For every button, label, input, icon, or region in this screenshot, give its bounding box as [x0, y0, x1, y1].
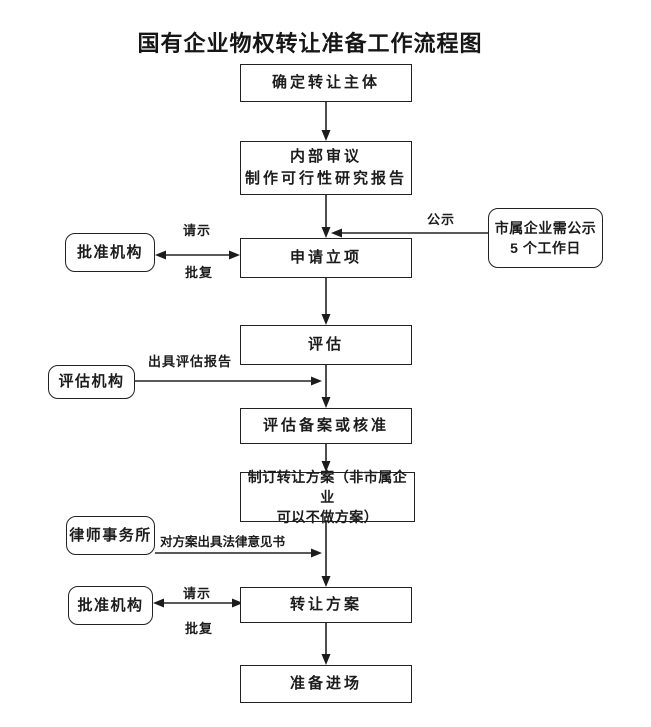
node-draft-plan-line2: 可以不做方案）: [276, 509, 379, 526]
edge-transferplan-to-entry: [321, 623, 331, 665]
node-law-firm: 律师事务所: [66, 516, 155, 555]
node-law-firm-label: 律师事务所: [69, 526, 152, 544]
node-internal-review-line1: 内部审议: [289, 148, 362, 166]
node-assessment: 评估: [240, 325, 412, 365]
node-approval-org-2: 批准机构: [68, 586, 153, 625]
node-apply-project: 申请立项: [240, 238, 412, 278]
edge-assessment-report-arrow: [135, 376, 322, 386]
node-assessment-org-label: 评估机构: [58, 373, 125, 391]
edge-assessment-to-filing: [321, 365, 331, 408]
edge-approval1-apply-doublearrow: [155, 250, 240, 260]
node-publicity-note: 市属企业需公示 5 个工作日: [488, 208, 603, 268]
edge-filing-to-draftplan: [321, 444, 331, 472]
edge-label-publicity: 公示: [427, 212, 456, 227]
node-prepare-entry-label: 准备进场: [289, 675, 362, 693]
node-transfer-plan-label: 转让方案: [289, 596, 362, 614]
diagram-title: 国有企业物权转让准备工作流程图: [137, 31, 483, 56]
node-draft-plan-line1: 制订转让方案（非市属企业: [247, 468, 408, 505]
edge-apply-to-assessment: [321, 278, 331, 325]
node-determine-subject: 确定转让主体: [240, 64, 412, 102]
node-determine-subject-label: 确定转让主体: [271, 74, 380, 92]
node-assessment-org: 评估机构: [48, 365, 135, 399]
edge-label-request-1: 请示: [183, 223, 212, 238]
node-publicity-note-line1: 市属企业需公示: [494, 219, 597, 236]
edge-approval2-transfer-doublearrow: [153, 598, 243, 608]
node-prepare-entry: 准备进场: [240, 665, 412, 703]
edge-label-reply-1: 批复: [185, 265, 214, 280]
node-apply-project-label: 申请立项: [289, 249, 362, 267]
node-assessment-label: 评估: [307, 336, 344, 354]
edge-label-issue-assessment-report: 出具评估报告: [148, 354, 233, 369]
node-transfer-plan: 转让方案: [240, 587, 412, 623]
edge-legal-opinion-arrow: [155, 548, 322, 558]
edge-label-legal-opinion: 对方案出具法律意见书: [160, 535, 286, 549]
node-approval-org-1-label: 批准机构: [76, 243, 143, 261]
edge-determine-to-review: [321, 102, 331, 141]
node-publicity-note-line2: 5 个工作日: [510, 240, 581, 256]
node-draft-plan: 制订转让方案（非市属企业 可以不做方案）: [240, 469, 415, 525]
edge-review-to-apply: [321, 195, 331, 238]
node-assessment-filing-label: 评估备案或核准: [262, 417, 389, 435]
node-assessment-filing: 评估备案或核准: [240, 408, 412, 444]
edge-draftplan-to-transferplan: [321, 522, 331, 587]
edge-publicity-line: [331, 228, 488, 238]
node-approval-org-1: 批准机构: [65, 233, 155, 272]
edge-label-reply-2: 批复: [185, 621, 214, 636]
edge-label-request-2: 请示: [183, 586, 212, 601]
node-approval-org-2-label: 批准机构: [77, 596, 144, 614]
node-internal-review-line2: 制作可行性研究报告: [244, 170, 407, 187]
node-internal-review: 内部审议 制作可行性研究报告: [240, 141, 412, 195]
